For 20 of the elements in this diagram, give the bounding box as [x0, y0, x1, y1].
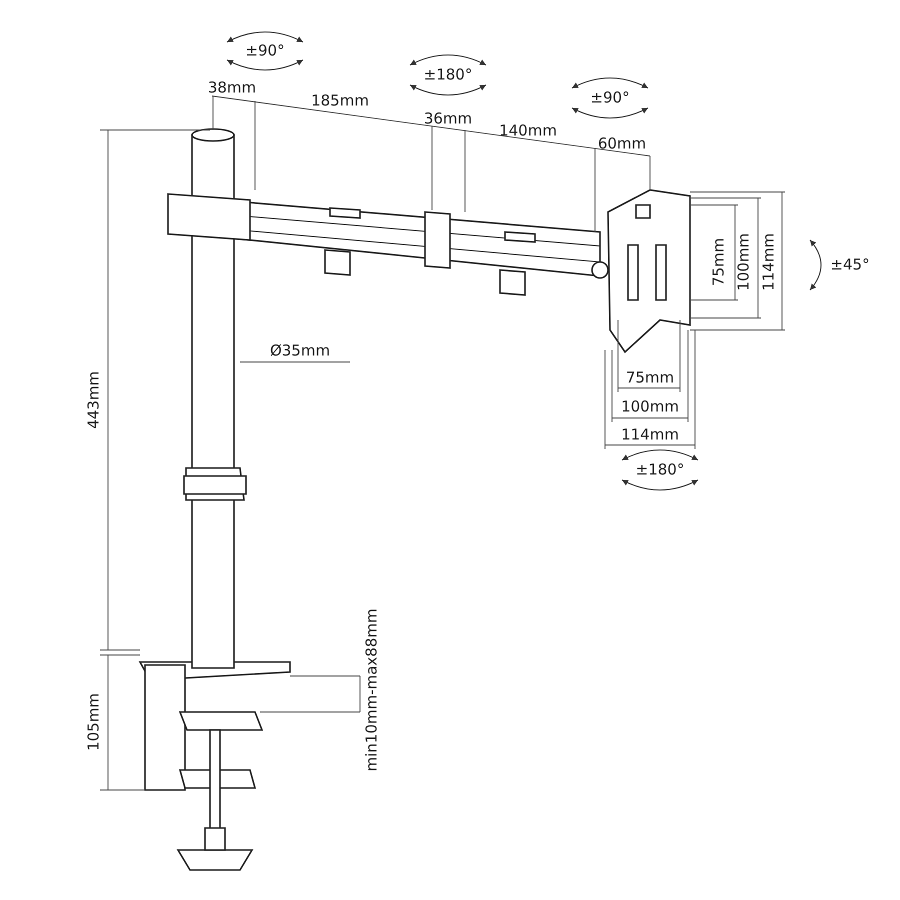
dimension-label: 114mm [621, 428, 679, 442]
dimension-label: min10mm-max88mm [364, 608, 380, 772]
dimension-label: ±180° [636, 462, 684, 478]
dimension-label: ±45° [830, 258, 870, 272]
dimension-label: 60mm [598, 136, 646, 152]
dimension-label: 114mm [762, 233, 776, 291]
dimension-label: Ø35mm [270, 344, 330, 358]
dimension-label: 443mm [86, 371, 102, 429]
dimension-label: 100mm [621, 400, 679, 414]
dimension-label: ±90° [590, 90, 630, 106]
dimension-label: 38mm [208, 80, 256, 96]
dimension-label: 75mm [712, 238, 726, 286]
dimension-label: 140mm [499, 124, 557, 138]
dimension-label: 185mm [311, 94, 369, 108]
dimension-label: ±90° [245, 44, 285, 58]
dimension-label: 75mm [626, 370, 674, 386]
dimension-label: 36mm [424, 112, 472, 126]
dimension-label: 100mm [736, 233, 752, 291]
dimension-label: 105mm [86, 693, 102, 751]
dimension-label: ±180° [424, 68, 472, 82]
